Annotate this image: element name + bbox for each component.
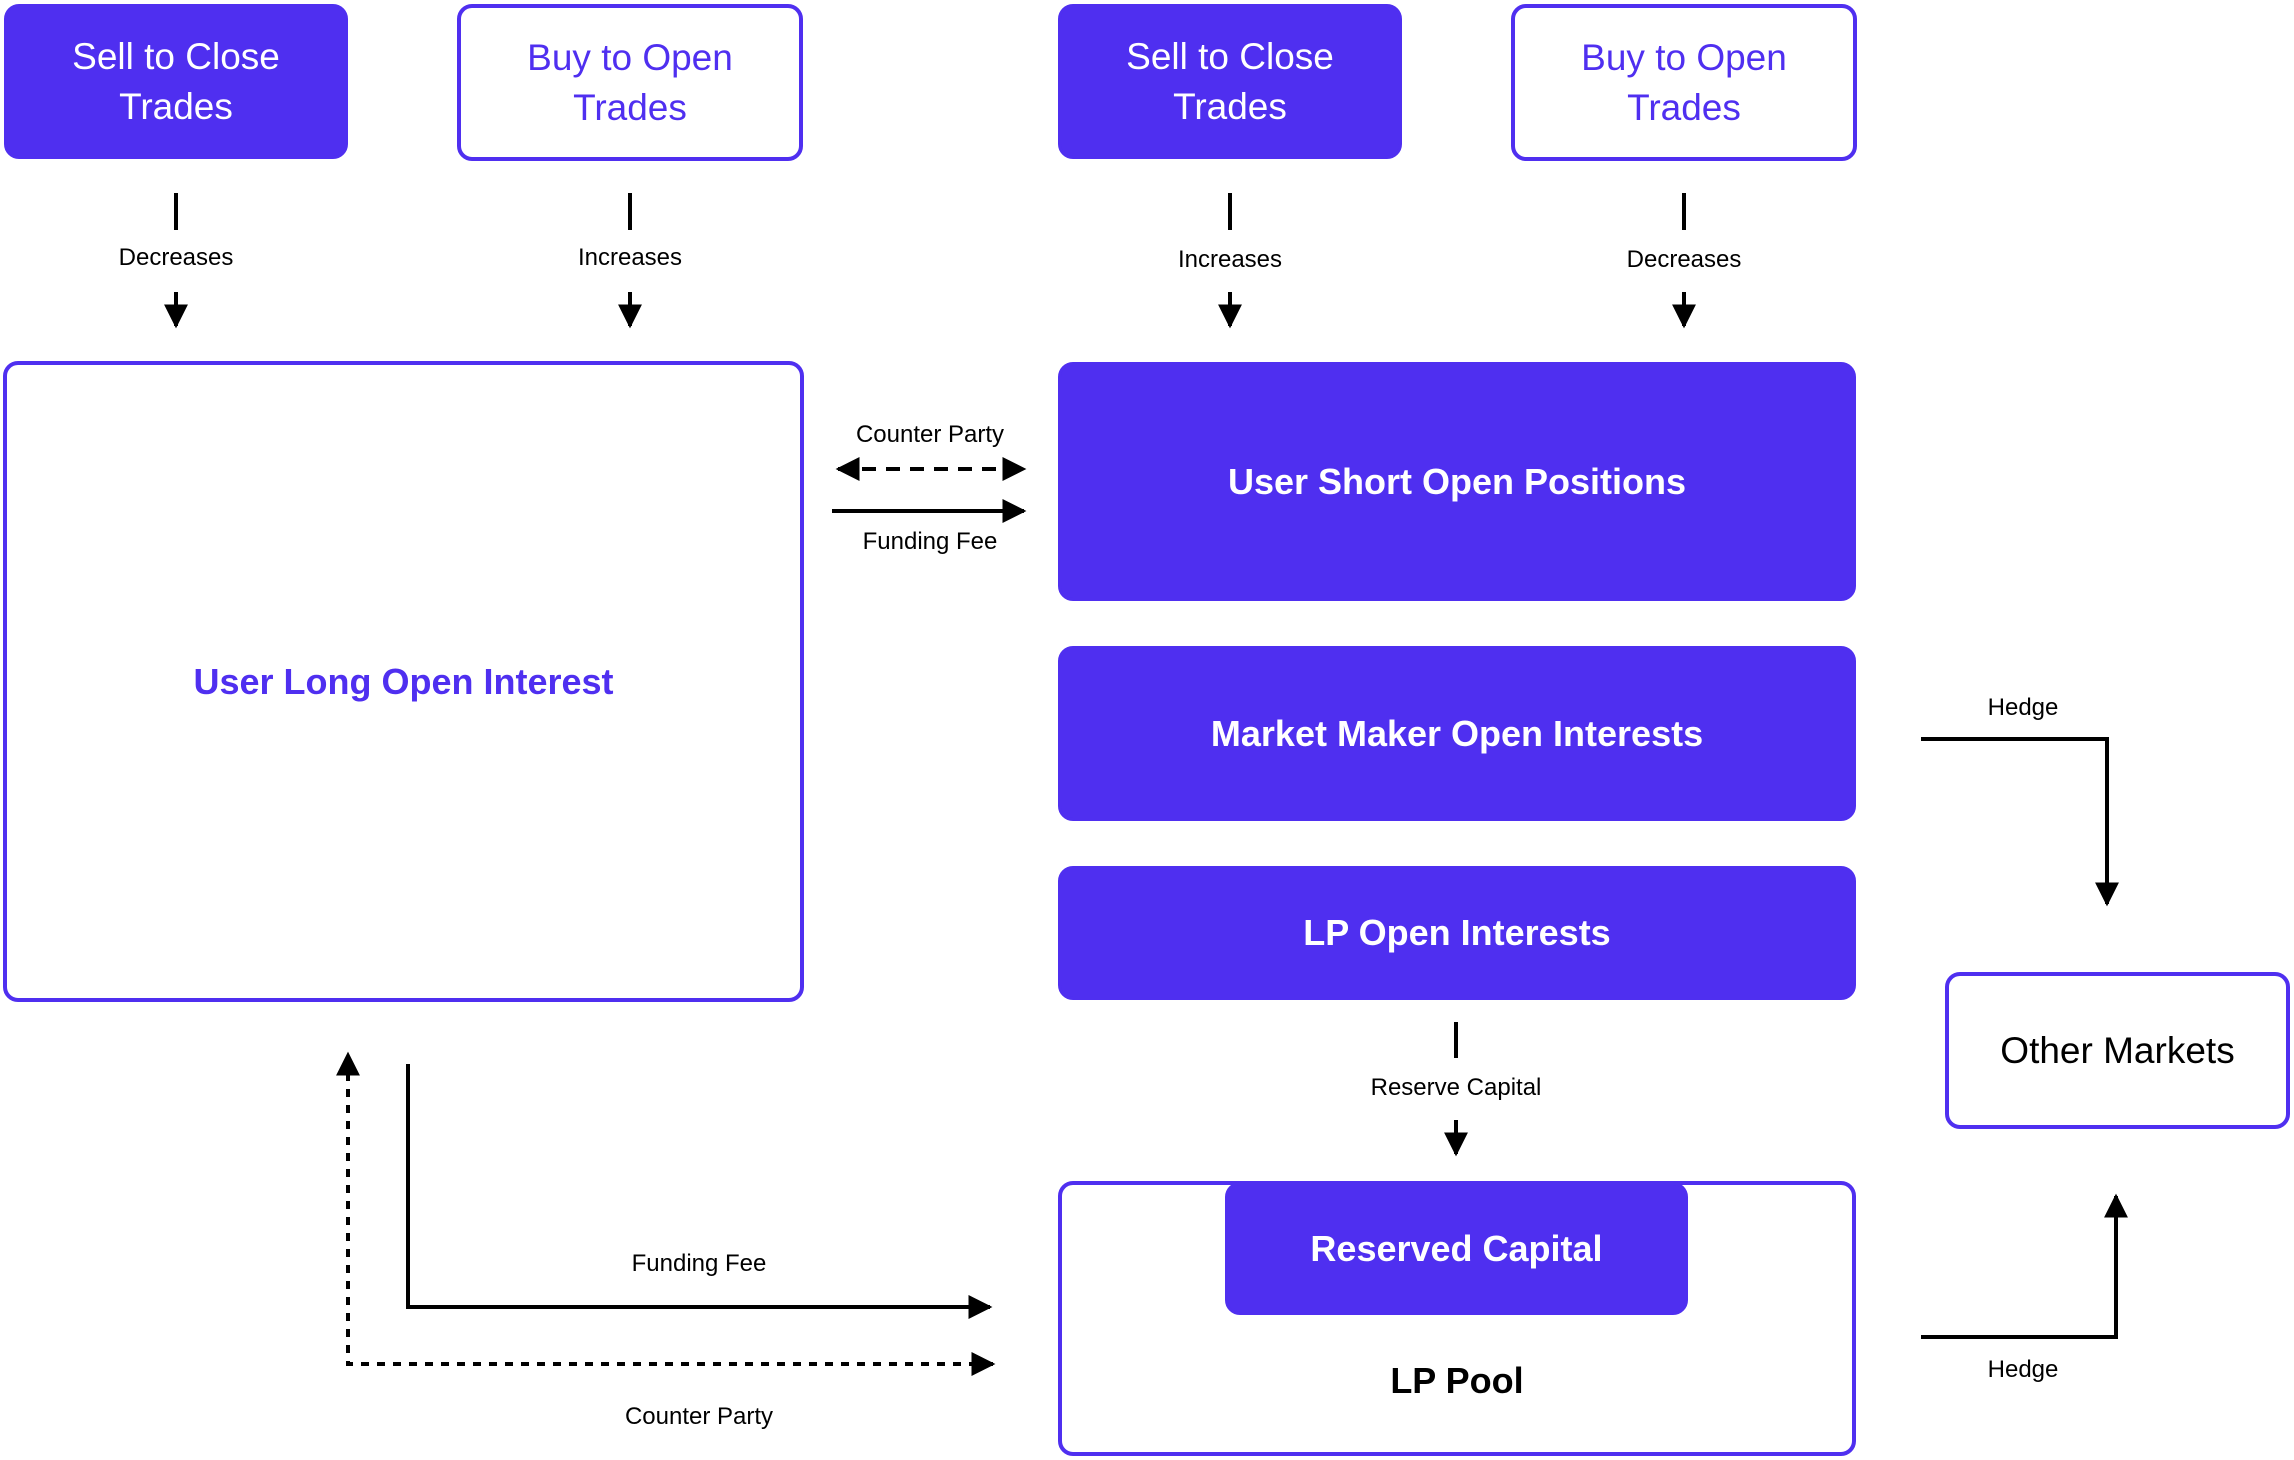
user-short-open-positions-box: User Short Open Positions <box>1058 362 1856 601</box>
hedge-bottom-arrow <box>1921 1193 2128 1339</box>
increases-label-left: Increases <box>577 244 683 271</box>
hedge-top-arrow <box>1921 737 2119 907</box>
user-long-open-interest-box: User Long Open Interest <box>3 361 804 1002</box>
sell-to-close-trades-box-right: Sell to Close Trades <box>1058 4 1402 159</box>
decreases-label-left: Decreases <box>118 244 234 271</box>
increases-label-right: Increases <box>1177 246 1283 273</box>
market-maker-open-interests-box: Market Maker Open Interests <box>1058 646 1856 821</box>
buy-to-open-trades-box-right: Buy to Open Trades <box>1511 4 1857 161</box>
decreases-label-right: Decreases <box>1626 246 1742 273</box>
sell-to-close-trades-box-left: Sell to Close Trades <box>4 4 348 159</box>
counter-party-top-label: Counter Party <box>855 421 1005 448</box>
lp-pool-label: LP Pool <box>1390 1360 1524 1401</box>
reserved-capital-box: Reserved Capital <box>1225 1182 1688 1315</box>
lp-open-interests-box: LP Open Interests <box>1058 866 1856 1000</box>
reserve-capital-label: Reserve Capital <box>1370 1074 1542 1101</box>
counter-party-bottom-label: Counter Party <box>624 1403 774 1430</box>
funding-fee-bottom-label: Funding Fee <box>631 1250 767 1277</box>
buy-to-open-trades-box-left: Buy to Open Trades <box>457 4 803 161</box>
funding-fee-top-label: Funding Fee <box>862 528 998 555</box>
other-markets-box: Other Markets <box>1945 972 2290 1129</box>
counter-party-bottom-arrow <box>336 1051 996 1376</box>
hedge-bottom-label: Hedge <box>1987 1356 2059 1383</box>
hedge-top-label: Hedge <box>1987 694 2059 721</box>
